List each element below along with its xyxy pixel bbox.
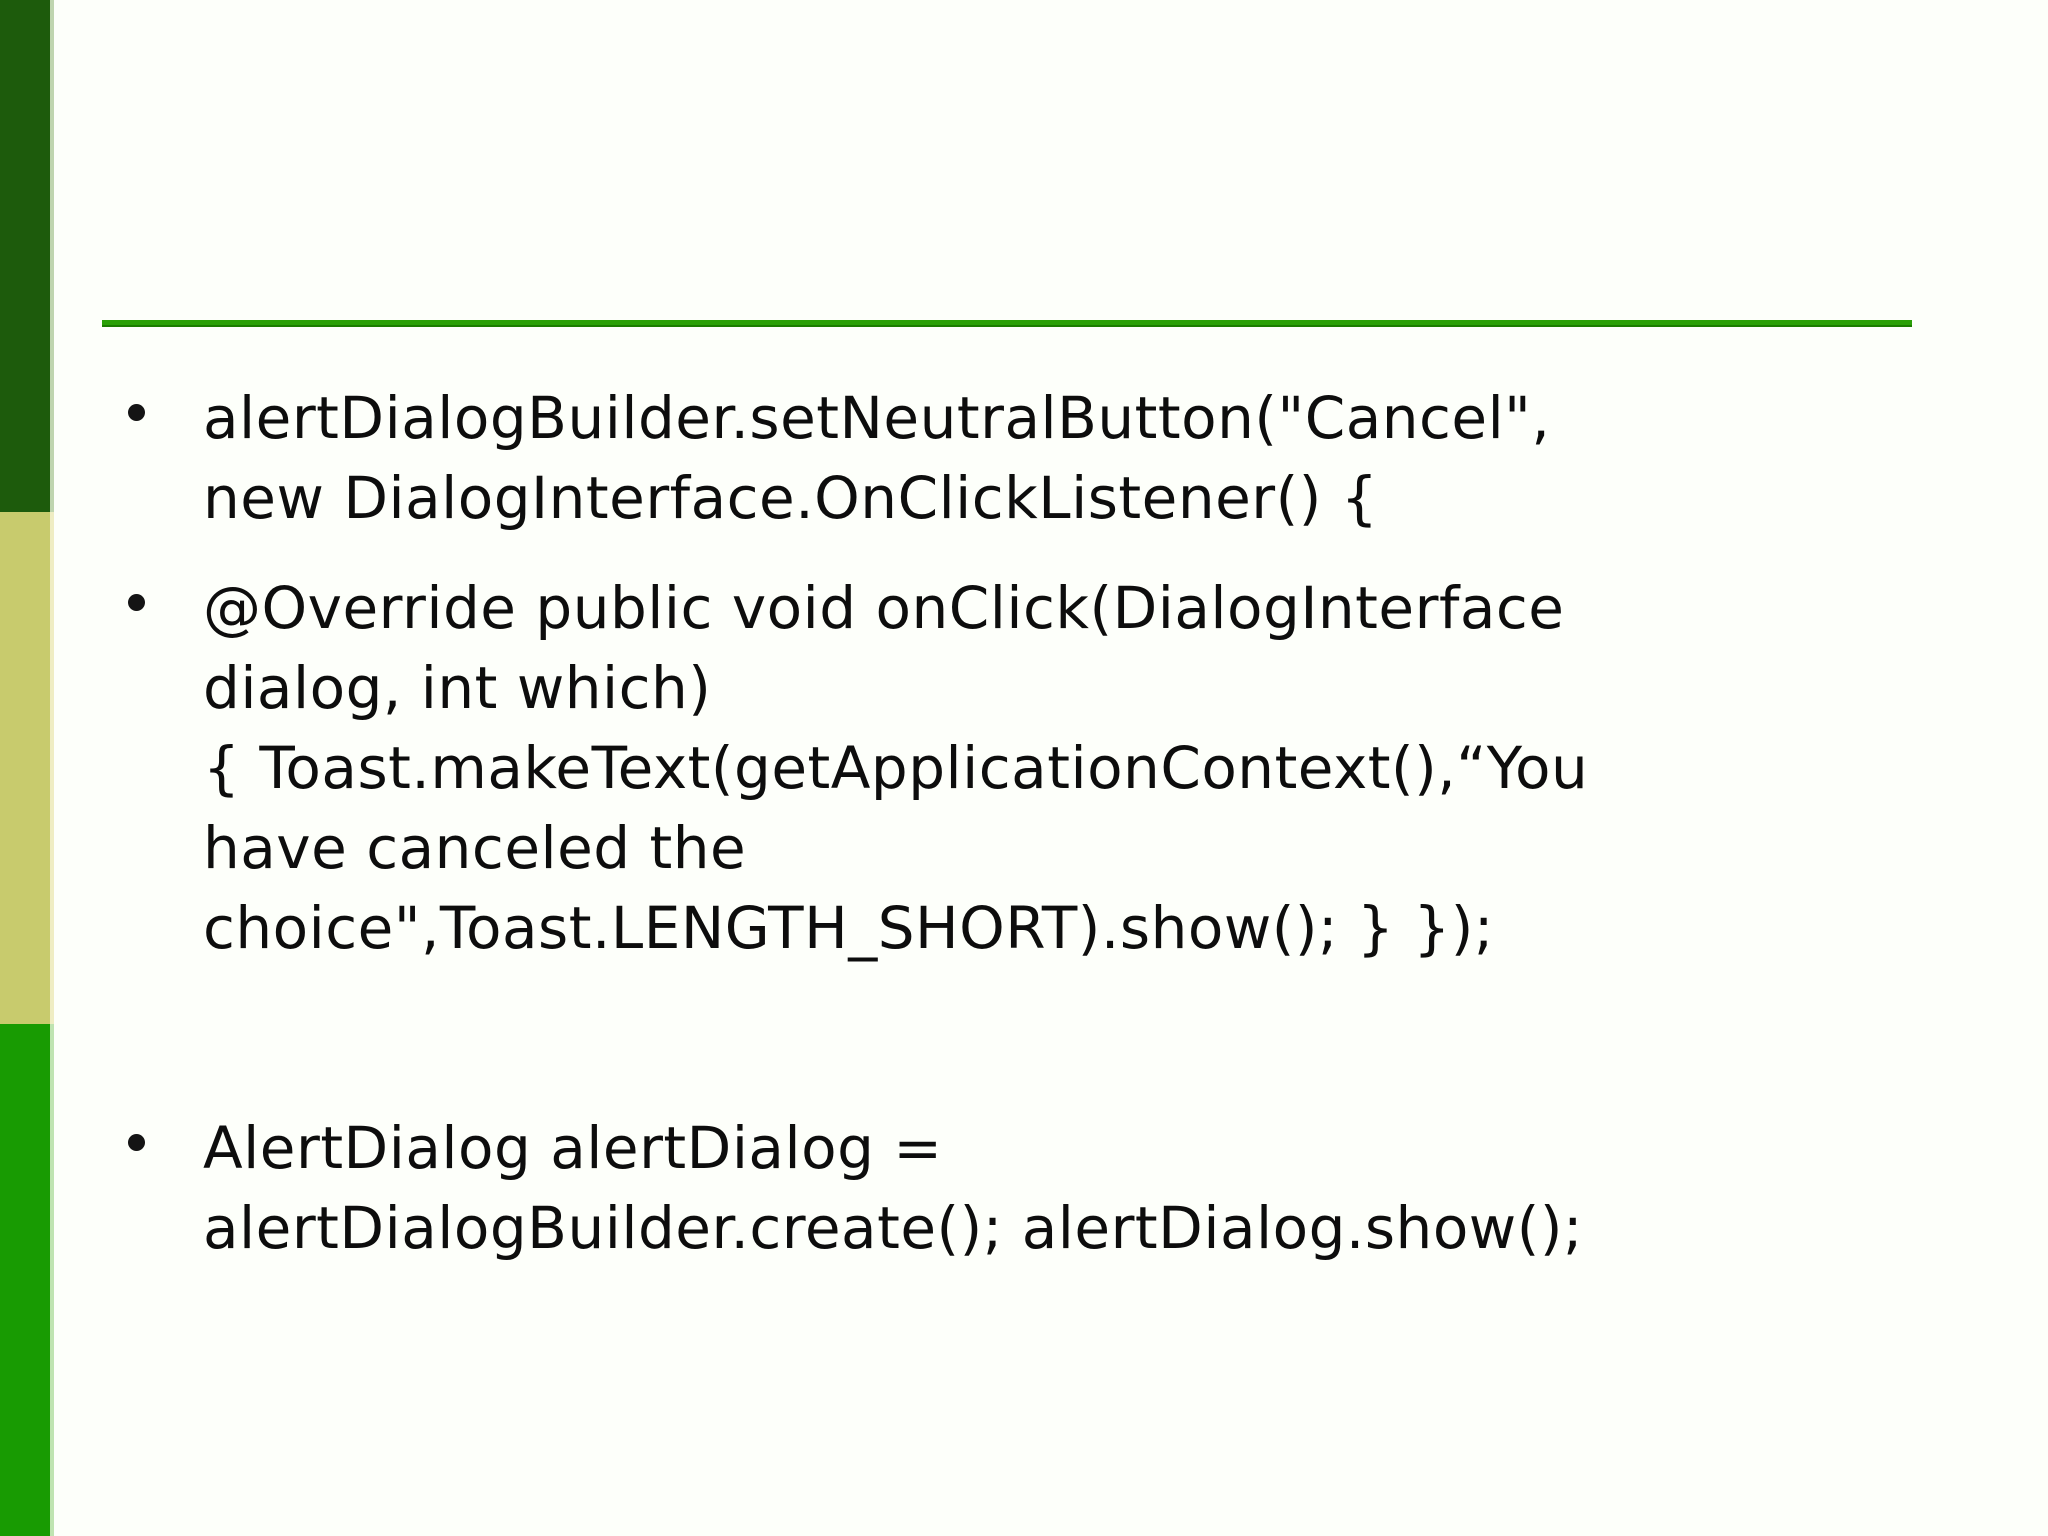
code-line: { Toast.makeText(getApplicationContext()… [203,734,1589,802]
bullet-text-3: AlertDialog alertDialog = alertDialogBui… [203,1108,1583,1268]
code-line: alertDialogBuilder.create(); alertDialog… [203,1194,1584,1262]
bullet-item-3: AlertDialog alertDialog = alertDialogBui… [128,1108,1583,1268]
bullet-item-1: alertDialogBuilder.setNeutralButton("Can… [128,378,1550,538]
bullet-dot-icon [128,594,145,611]
sidebar-band-dark-green [0,0,54,512]
code-line: dialog, int which) [203,654,712,722]
bullet-dot-icon [128,404,145,421]
code-line: @Override public void onClick(DialogInte… [203,574,1565,642]
bullet-dot-icon [128,1134,145,1151]
title-underline-rule [102,320,1912,327]
sidebar-band-green [0,1024,54,1536]
code-line: AlertDialog alertDialog = [203,1114,943,1182]
code-line: choice",Toast.LENGTH_SHORT).show(); } })… [203,894,1494,962]
sidebar-band-olive-edge [50,512,54,1024]
sidebar-band-olive [0,512,54,1024]
sidebar-band-dark-green-edge [50,0,54,512]
code-line: alertDialogBuilder.setNeutralButton("Can… [203,384,1551,452]
bullet-text-2: @Override public void onClick(DialogInte… [203,568,1588,968]
sidebar-band-green-edge [50,1024,54,1536]
bullet-text-1: alertDialogBuilder.setNeutralButton("Can… [203,378,1550,538]
bullet-item-2: @Override public void onClick(DialogInte… [128,568,1588,968]
code-line: have canceled the [203,814,747,882]
code-line: new DialogInterface.OnClickListener() { [203,464,1379,532]
sidebar-color-bar [0,0,56,1536]
